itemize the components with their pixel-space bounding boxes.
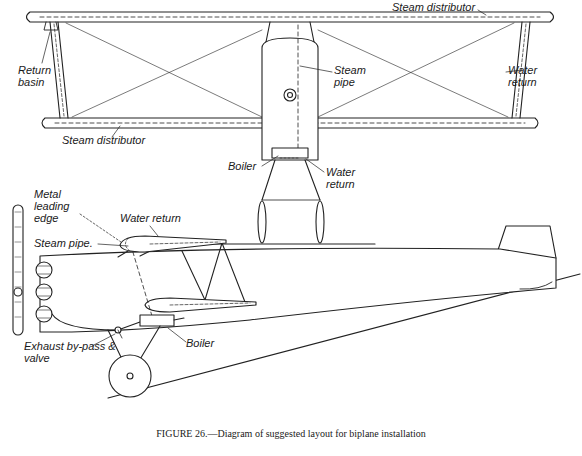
part-label: Steam distributor (392, 1, 512, 13)
front-view (27, 10, 554, 244)
side-view (13, 205, 580, 398)
part-label: Steam pipe. (34, 237, 114, 249)
part-label: Water return (326, 166, 372, 190)
part-label: Exhaust by-pass & valve (24, 340, 116, 364)
part-label: Metal leading edge (34, 188, 88, 224)
part-label: Boiler (186, 337, 236, 349)
part-label: Water return (120, 212, 220, 224)
part-label: Steam distributor (62, 134, 182, 146)
part-label: Steam pipe (334, 64, 374, 88)
part-label: Water return (508, 64, 554, 88)
part-label: Boiler (228, 160, 264, 172)
part-label: Return basin (18, 64, 58, 88)
figure-caption: FIGURE 26.—Diagram of suggested layout f… (0, 428, 582, 439)
